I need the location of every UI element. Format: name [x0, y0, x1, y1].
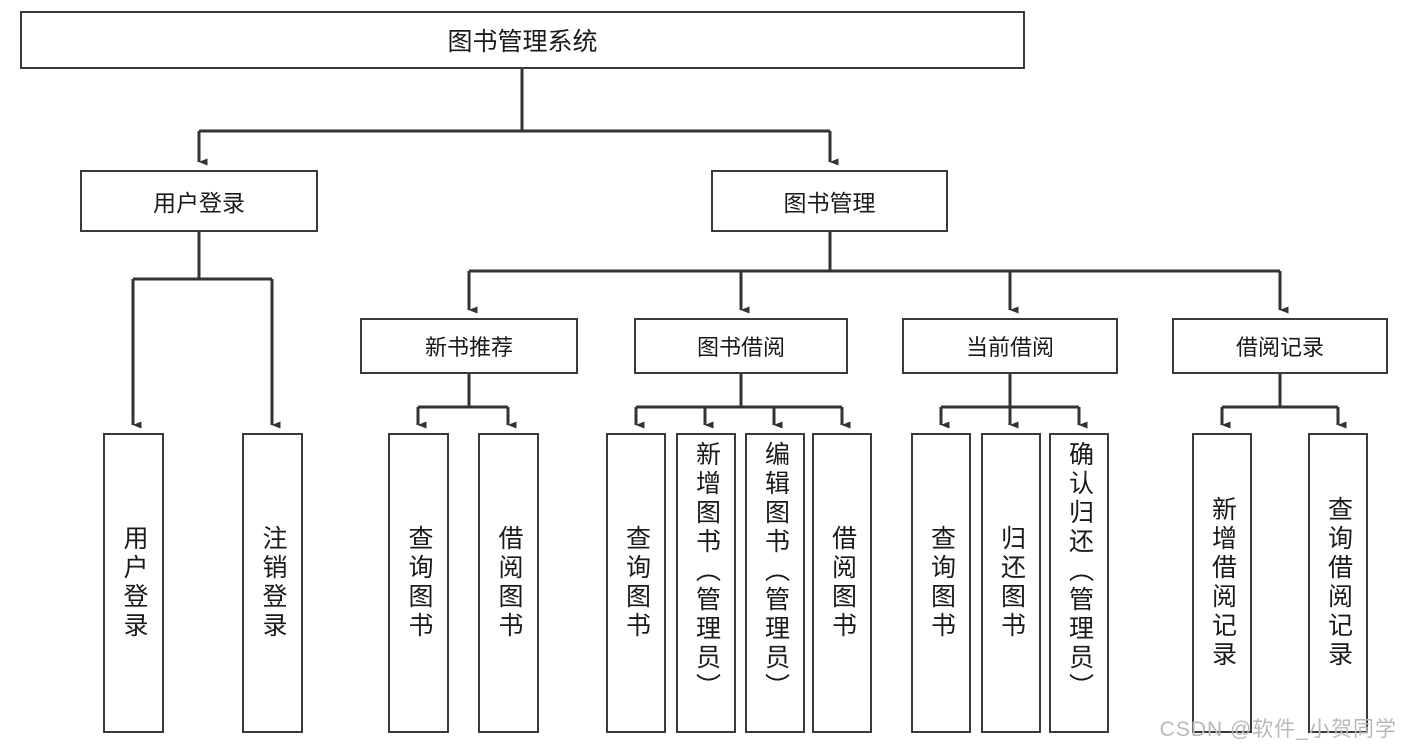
node-root[interactable]: 图书管理系统: [20, 11, 1025, 69]
node-leaf-query-record-label: 查询借阅记录: [1324, 496, 1353, 670]
node-borrow-record-label: 借阅记录: [1235, 335, 1324, 360]
node-book-management[interactable]: 图书管理: [711, 170, 948, 232]
node-user-login-label: 用户登录: [153, 190, 245, 216]
node-book-management-label: 图书管理: [783, 190, 876, 216]
node-leaf-add-record-label: 新增借阅记录: [1208, 496, 1237, 670]
node-book-borrow[interactable]: 图书借阅: [634, 318, 848, 374]
node-new-book-recommend[interactable]: 新书推荐: [360, 318, 578, 374]
node-root-label: 图书管理系统: [447, 28, 598, 56]
node-borrow-record[interactable]: 借阅记录: [1172, 318, 1388, 374]
node-leaf-query-book-1-label: 查询图书: [405, 525, 433, 641]
node-leaf-edit-book[interactable]: 编辑图书（管理员）: [745, 433, 805, 733]
node-leaf-logout-label: 注销登录: [259, 525, 287, 641]
node-leaf-confirm-return[interactable]: 确认归还（管理员）: [1049, 433, 1109, 733]
node-leaf-return-book[interactable]: 归还图书: [981, 433, 1041, 733]
node-leaf-query-record[interactable]: 查询借阅记录: [1308, 433, 1368, 733]
node-leaf-borrow-book-1-label: 借阅图书: [495, 525, 523, 641]
node-leaf-edit-book-label: 编辑图书（管理员）: [761, 441, 790, 702]
node-leaf-user-login-label: 用户登录: [120, 525, 148, 641]
node-leaf-add-record[interactable]: 新增借阅记录: [1192, 433, 1252, 733]
node-leaf-confirm-return-label: 确认归还（管理员）: [1065, 441, 1094, 702]
node-leaf-add-book-label: 新增图书（管理员）: [692, 441, 721, 702]
node-leaf-query-book-3[interactable]: 查询图书: [911, 433, 971, 733]
node-leaf-add-book[interactable]: 新增图书（管理员）: [676, 433, 736, 733]
node-leaf-borrow-book-1[interactable]: 借阅图书: [478, 433, 539, 733]
node-leaf-return-book-label: 归还图书: [997, 525, 1026, 641]
node-user-login[interactable]: 用户登录: [80, 170, 318, 232]
node-leaf-query-book-2[interactable]: 查询图书: [606, 433, 666, 733]
node-book-borrow-label: 图书借阅: [696, 335, 785, 360]
node-current-borrow[interactable]: 当前借阅: [902, 318, 1118, 374]
node-leaf-borrow-book-2[interactable]: 借阅图书: [812, 433, 872, 733]
node-leaf-borrow-book-2-label: 借阅图书: [828, 525, 857, 641]
node-leaf-logout[interactable]: 注销登录: [242, 433, 303, 733]
node-leaf-user-login[interactable]: 用户登录: [103, 433, 164, 733]
node-leaf-query-book-2-label: 查询图书: [622, 525, 651, 641]
watermark: CSDN @软件_小贺同学: [1159, 718, 1397, 741]
node-current-borrow-label: 当前借阅: [965, 335, 1054, 360]
node-leaf-query-book-3-label: 查询图书: [927, 525, 956, 641]
node-leaf-query-book-1[interactable]: 查询图书: [388, 433, 449, 733]
node-new-book-recommend-label: 新书推荐: [424, 335, 513, 360]
